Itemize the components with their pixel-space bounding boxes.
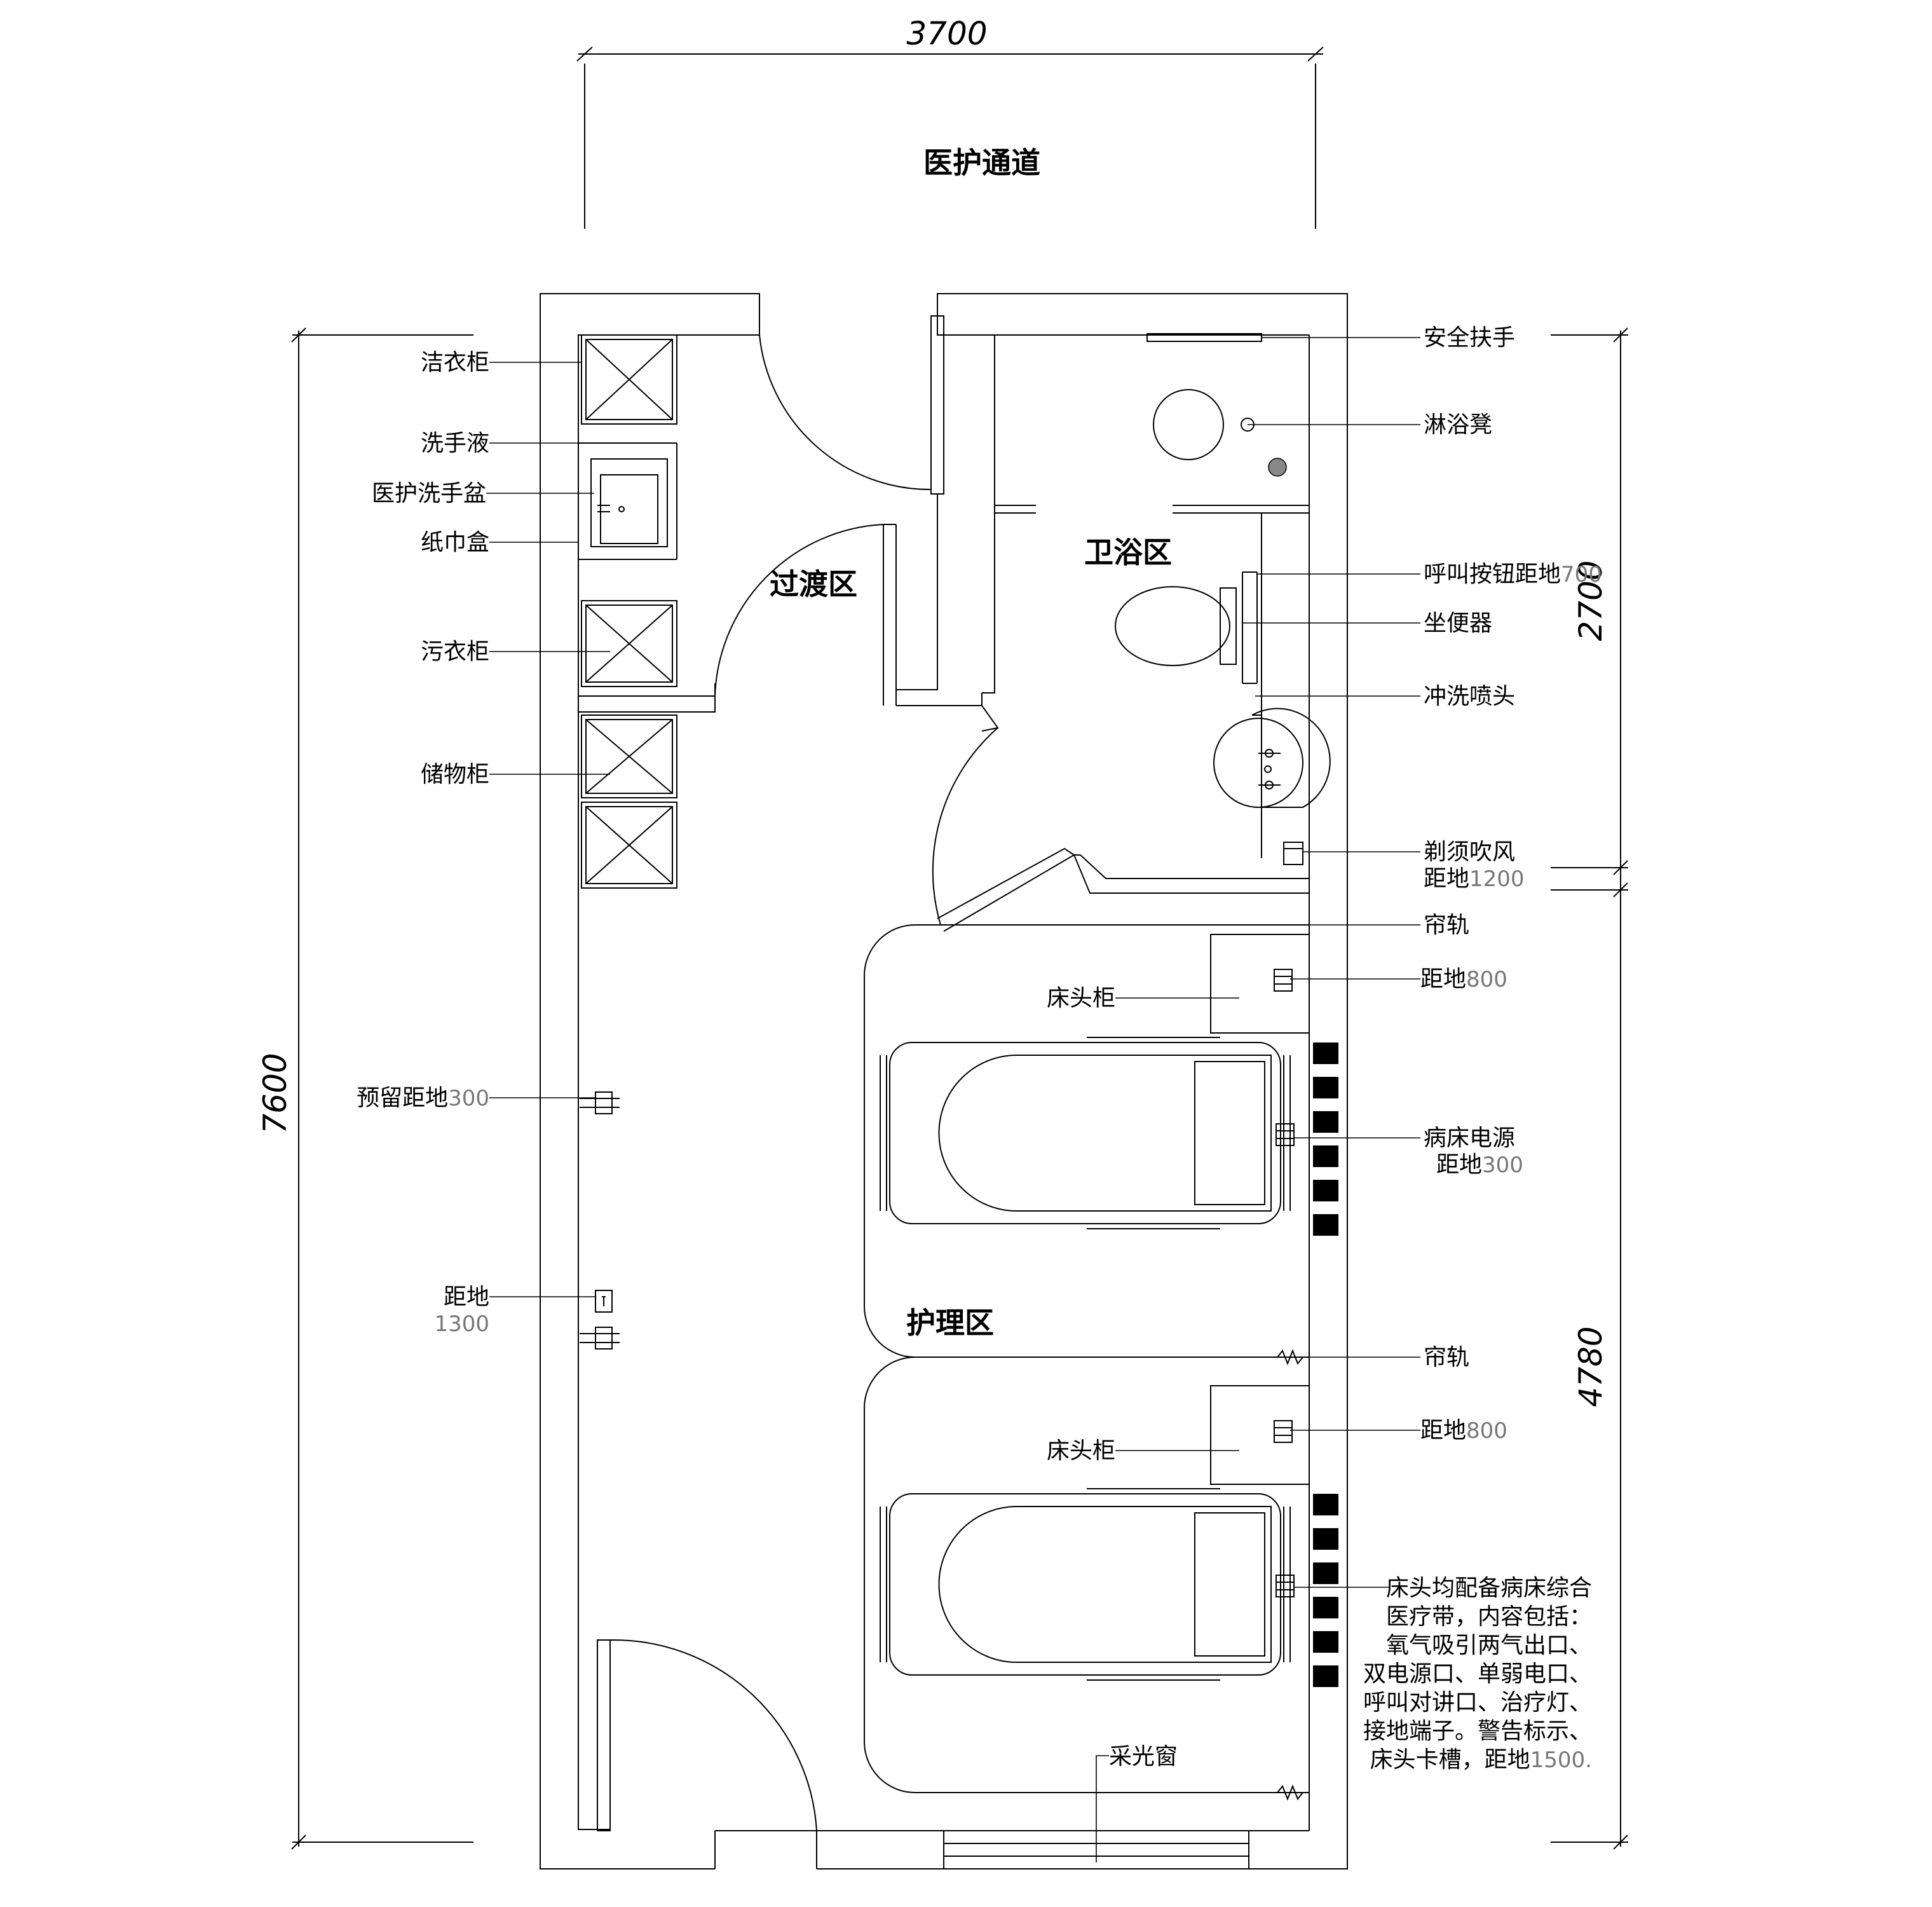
medical-band-1 [1313,1042,1338,1236]
label-bed-power-height: 距地300 [1436,1152,1523,1178]
label-shower-stool: 淋浴凳 [1424,412,1492,438]
note-line-1: 床头均配备病床综合 [1386,1575,1592,1601]
storage-cabinet [581,714,677,889]
bathroom-walls [883,334,1309,894]
note-line-7: 床头卡槽，距地1500. [1370,1747,1592,1773]
label-curtain-rail-2: 帘轨 [1424,1344,1469,1370]
label-call-button-prefix: 呼叫按钮距地 [1424,561,1561,587]
label-bedside-2: 床头柜 [1047,1438,1115,1464]
label-power-value: 300 [1482,1152,1523,1178]
dim-bath-height: 2700 [1572,560,1609,641]
bed-2 [880,1488,1295,1681]
label-grab-bar: 安全扶手 [1424,325,1515,351]
zone-corridor: 医护通道 [923,146,1040,180]
label-storage-cabinet: 储物柜 [421,762,489,788]
left-sockets [580,1091,620,1350]
note-line-3: 氧气吸引两气出口、 [1386,1632,1592,1658]
label-reserve-value: 300 [448,1086,489,1111]
label-floor800-1: 距地800 [1420,966,1507,992]
clean-cabinet [581,334,677,425]
label-call-button-value: 700 [1561,562,1602,587]
bedside-cabinet-2 [1210,1385,1310,1485]
wash-counter [578,442,677,560]
label-shaver-prefix: 距地 [1424,866,1469,892]
curtain-track-1 [864,924,1309,1358]
dimension-right: 2700 4780 [1551,327,1628,1850]
label-tissue-box: 纸巾盒 [421,530,489,556]
label-reserve: 预留距地300 [357,1085,489,1111]
medical-band-2 [1313,1494,1338,1687]
label-floor800-1-value: 800 [1466,967,1507,992]
leader-lines [486,337,1420,1863]
dim-total-height: 7600 [257,1053,294,1133]
note-line-5: 呼叫对讲口、治疗灯、 [1363,1690,1592,1716]
label-power-prefix: 距地 [1436,1152,1482,1178]
label-shaver-value: 1200 [1469,866,1525,892]
exterior-walls [540,293,1348,1869]
dirty-cabinet [581,600,677,687]
label-clean-cabinet: 洁衣柜 [421,350,489,376]
label-toilet: 坐便器 [1424,610,1492,636]
curtain-track-2 [864,1349,1309,1801]
label-floor800-1-prefix: 距地 [1420,966,1466,992]
label-shaver-height: 距地1200 [1424,866,1525,892]
bed-1 [880,1037,1295,1229]
label-call-button: 呼叫按钮距地700 [1424,561,1602,587]
label-flush-nozzle: 冲洗喷头 [1424,683,1515,709]
dim-care-height: 4780 [1572,1326,1609,1407]
bathroom-fixtures [1115,333,1331,865]
label-hand-soap: 洗手液 [421,430,489,456]
label-dirty-cabinet: 污衣柜 [421,639,489,665]
note-line-7-value: 1500. [1530,1747,1592,1773]
dimension-left: 7600 [257,327,473,1850]
note-line-7-prefix: 床头卡槽，距地 [1370,1747,1530,1773]
label-floor800-2-value: 800 [1466,1418,1507,1444]
transition-door [578,524,884,713]
label-curtain-rail-1: 帘轨 [1424,912,1469,938]
bedside-cabinet-1 [1210,934,1310,1034]
label-bedside-1: 床头柜 [1047,985,1115,1011]
label-shaver: 剃须吹风 [1424,839,1515,865]
zone-bathroom: 卫浴区 [1084,535,1172,570]
dimension-top: 3700 [576,15,1324,229]
zone-transition: 过渡区 [770,567,857,601]
zone-care: 护理区 [906,1306,994,1340]
label-wash-basin: 医护洗手盆 [372,481,486,507]
note-line-6: 接地端子。警告标示、 [1363,1718,1592,1744]
label-window: 采光窗 [1109,1744,1178,1770]
label-reserve-prefix: 预留距地 [357,1085,448,1111]
label-floor-prefix: 距地 [444,1284,489,1310]
label-floor800-2: 距地800 [1420,1418,1507,1444]
note-line-4: 双电源口、单弱电口、 [1363,1661,1592,1687]
bathroom-door [932,727,1075,932]
corridor-door [759,315,995,495]
label-bed-power: 病床电源 [1424,1125,1515,1151]
dim-top-width: 3700 [906,15,987,52]
label-floor800-2-prefix: 距地 [1420,1418,1466,1444]
note-line-2: 医疗带，内容包括： [1386,1604,1592,1630]
medical-band-note: 床头均配备病床综合 医疗带，内容包括： 氧气吸引两气出口、 双电源口、单弱电口、… [1363,1575,1592,1773]
entry-door [597,1639,817,1831]
label-floor-value: 1300 [434,1311,489,1337]
